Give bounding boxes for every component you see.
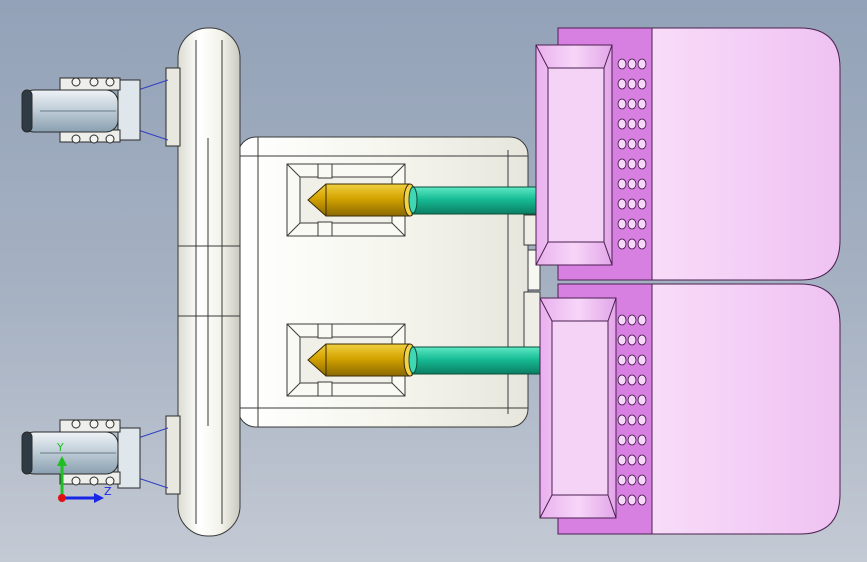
housing-cap-top — [535, 44, 613, 266]
caster-wheel-top — [21, 67, 181, 147]
hydraulic-cylinder-top — [307, 183, 417, 217]
piston-rod-bottom — [408, 346, 541, 375]
y-axis-arrowhead — [57, 456, 67, 466]
housing-cap-bottom — [539, 297, 617, 519]
hydraulic-cylinder-bottom — [307, 343, 417, 377]
vented-housing-top — [535, 27, 841, 281]
z-axis-label: Z — [104, 485, 112, 498]
piston-rod-top — [408, 186, 541, 215]
coordinate-triad — [57, 456, 104, 503]
vented-housing-bottom — [539, 283, 841, 535]
vent-slots-bottom — [617, 314, 647, 506]
x-axis-origin — [58, 494, 66, 502]
caster-wheel-bottom — [21, 415, 181, 495]
vent-slots-top — [617, 58, 647, 250]
y-axis-label: Y — [57, 441, 64, 454]
mount-flange — [177, 27, 241, 537]
z-axis-arrowhead — [94, 493, 104, 503]
